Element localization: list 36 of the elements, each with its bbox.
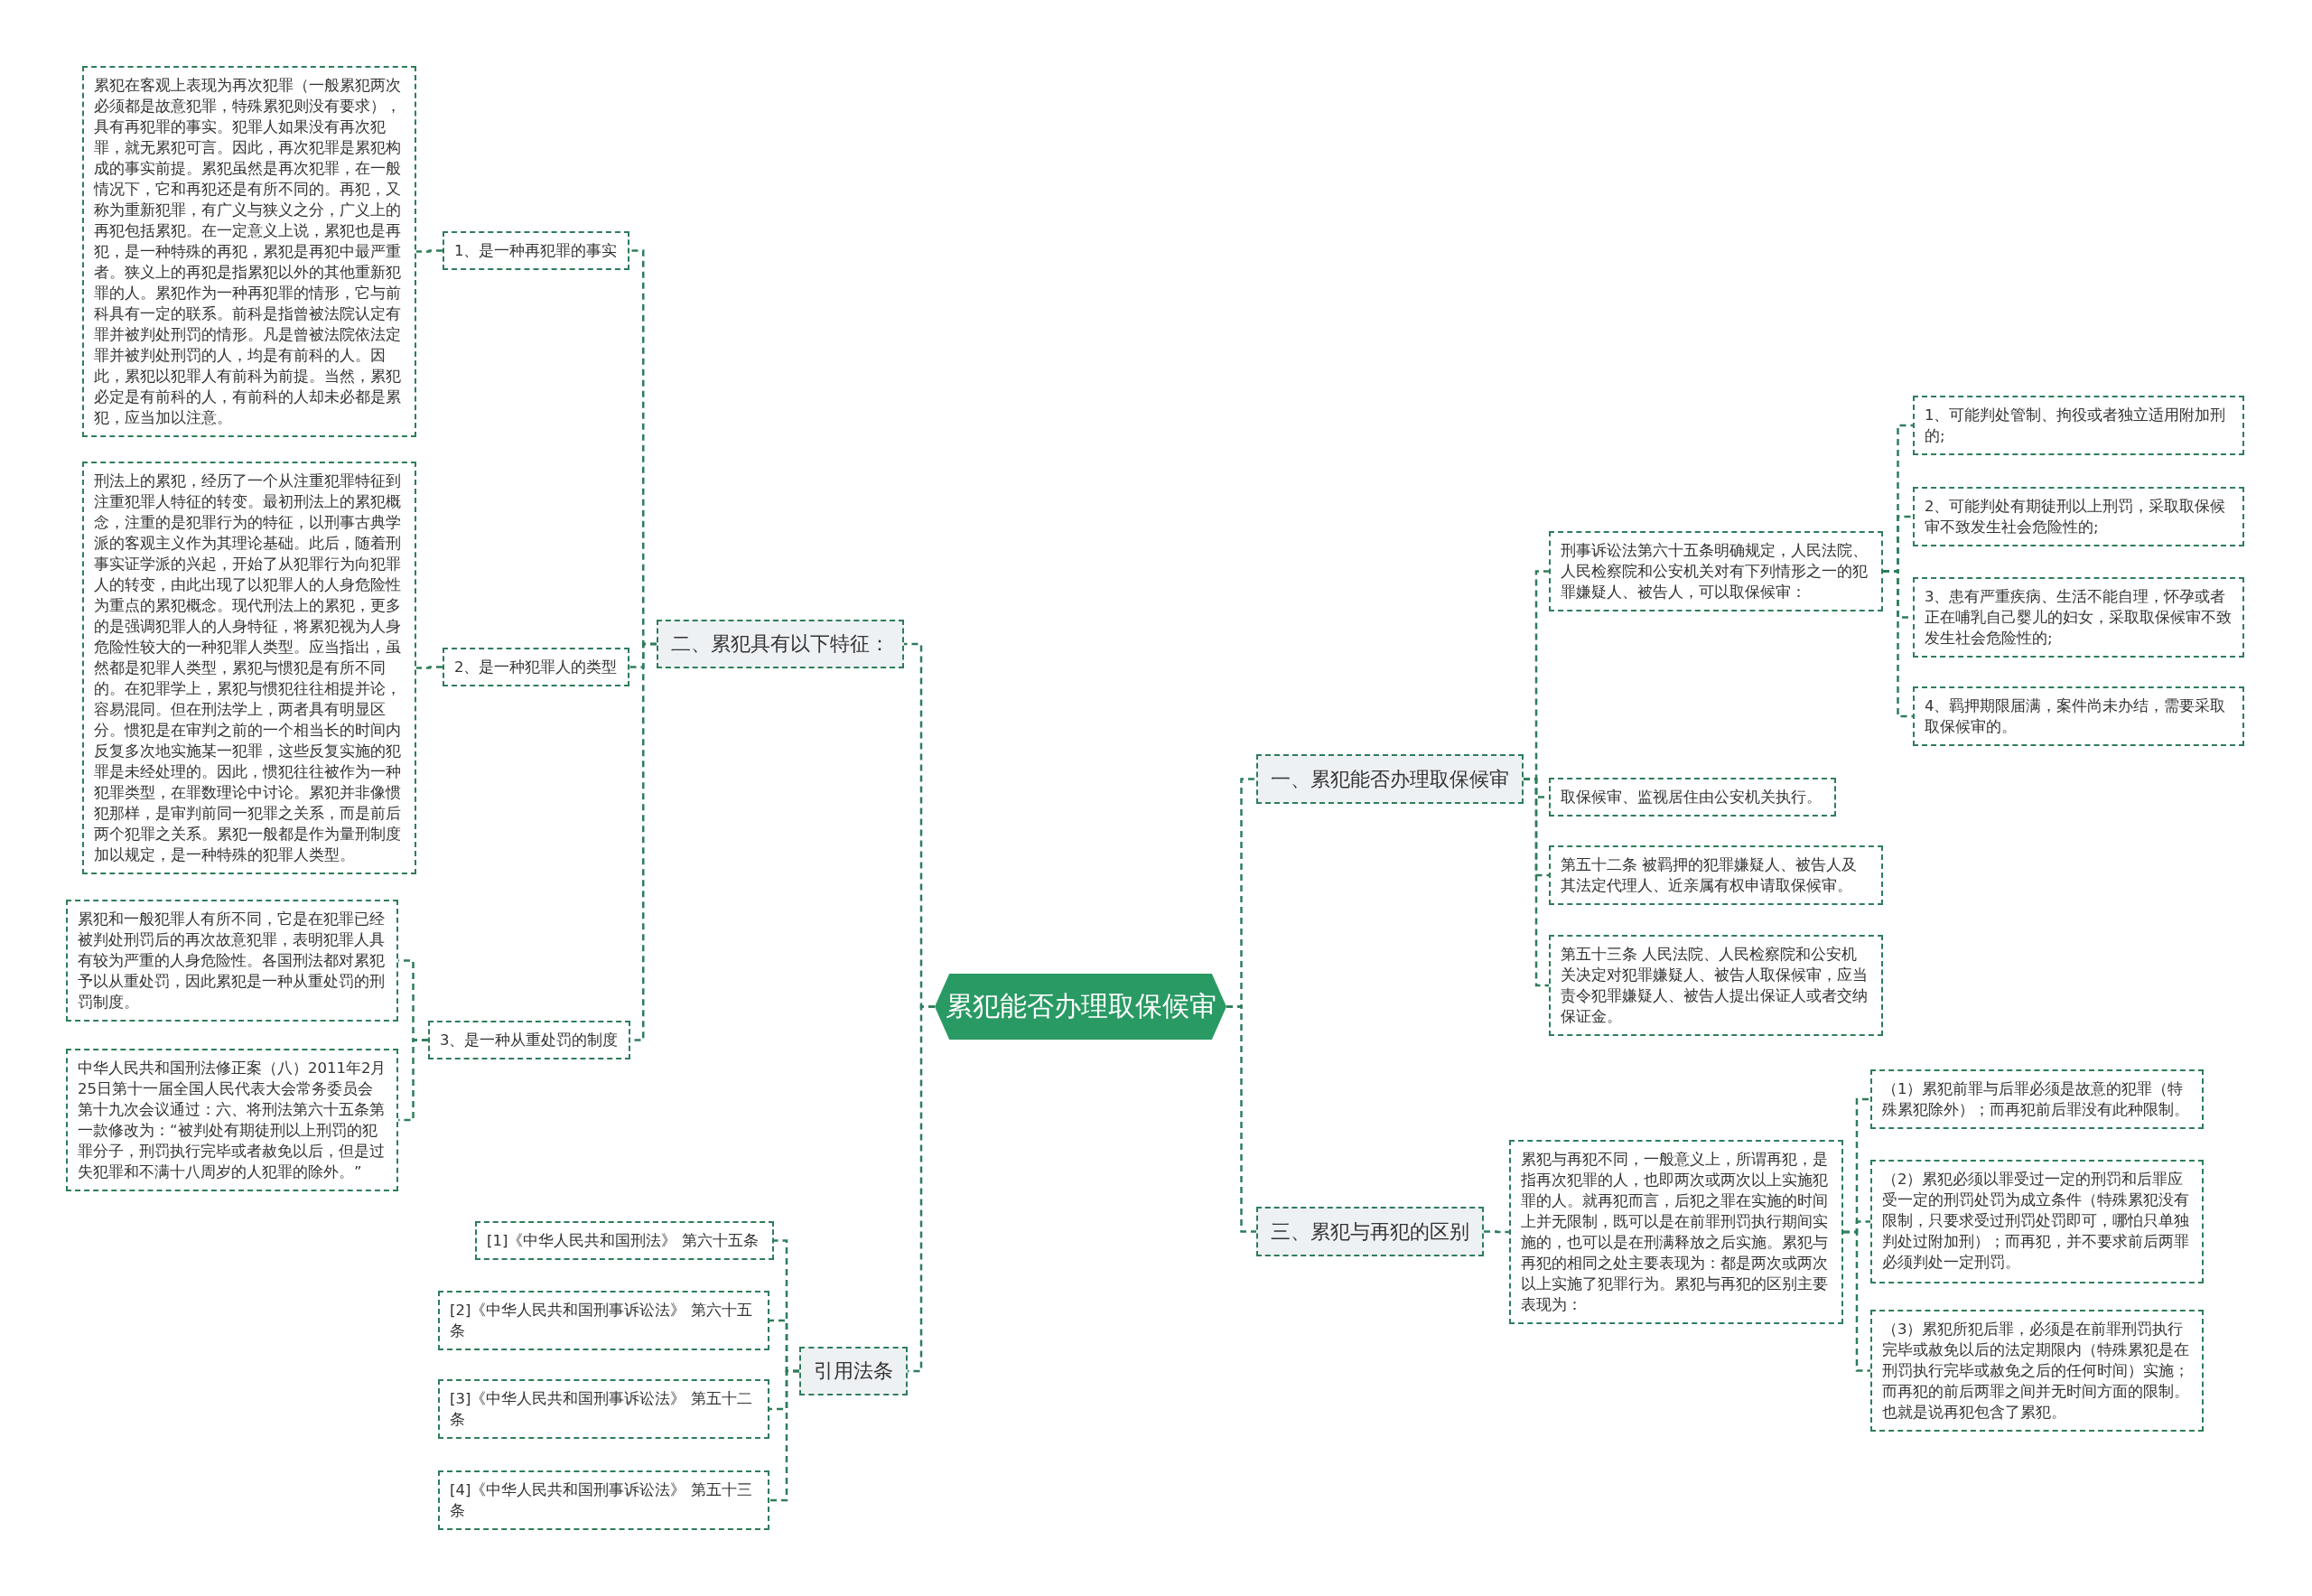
connector-line	[416, 249, 443, 253]
text-box: （2）累犯必须以罪受过一定的刑罚和后罪应受一定的刑罚处罚为成立条件（特殊累犯没有限制，只要求受过刑罚处罚即可，哪怕只单独判处过附加刑）；而再犯，并不要求前后两罪必须判处一定刑罚。	[1870, 1160, 2204, 1283]
branch-topic: 三、累犯与再犯的区别	[1256, 1207, 1484, 1256]
text-box: 中华人民共和国刑法修正案（八）2011年2月25日第十一届全国人民代表大会常务委员会第十九次会议通过：六、将刑法第六十五条第一款修改为：“被判处有期徒刑以上刑罚的犯罪分子，刑罚执行完毕或者赦免以后，但是过失犯罪和不满十八周岁的人犯罪的除外。”	[66, 1049, 398, 1191]
text-box: 3、是一种从重处罚的制度	[428, 1021, 630, 1059]
text-box: 刑法上的累犯，经历了一个从注重犯罪特征到注重犯罪人特征的转变。最初刑法上的累犯概念，注重的是犯罪行为的特征，以刑事古典学派的客观主义作为其理论基础。此后，随着刑事实证学派的兴起，开始了从犯罪行为向犯罪人的转变，由此出现了以犯罪人的人身危险性为重点的累犯概念。现代刑法上的累犯，更多的是强调犯罪人的人身特征，将累犯视为人身危险性较大的一种犯罪人类型。应当指出，虽然都是犯罪人类型，累犯与惯犯是有所不同的。在犯罪学上，累犯与惯犯往往相提并论，容易混同。但在刑法学上，两者具有明显区分。惯犯是在审判之前的一个相当长的时间内反复多次地实施某一犯罪，这些反复实施的犯罪是未经处理的。因此，惯犯往往被作为一种犯罪类型，在罪数理论中讨论。累犯并非像惯犯那样，是审判前同一犯罪之关系，而是前后两个犯罪之关系。累犯一般都是作为量刑制度加以规定，是一种特殊的犯罪人类型。	[82, 462, 416, 874]
text-box: 1、是一种再犯罪的事实	[443, 231, 629, 270]
branch-topic: 二、累犯具有以下特征：	[657, 620, 904, 668]
text-box: [1]《中华人民共和国刑法》 第六十五条	[475, 1221, 774, 1260]
text-box: 累犯和一般犯罪人有所不同，它是在犯罪已经被判处刑罚后的再次故意犯罪，表明犯罪人具有较为严重的人身危险性。各国刑法都对累犯予以从重处罚，因此累犯是一种从重处罚的刑罚制度。	[66, 900, 398, 1022]
text-box: 累犯与再犯不同，一般意义上，所谓再犯，是指再次犯罪的人，也即两次或两次以上实施犯罪的人。就再犯而言，后犯之罪在实施的时间上并无限制，既可以是在前罪刑罚执行期间实施的，也可以是在刑满释放之后实施。累犯与再犯的相同之处主要表现为：都是两次或两次以上实施了犯罪行为。累犯与再犯的区别主要表现为：	[1509, 1140, 1843, 1324]
connector-line	[1226, 1005, 1256, 1233]
branch-topic: 一、累犯能否办理取保候审	[1256, 754, 1524, 804]
connector-line	[1843, 1230, 1870, 1372]
text-box: 刑事诉讼法第六十五条明确规定，人民法院、人民检察院和公安机关对有下列情形之一的犯罪嫌疑人、被告人，可以取保候审：	[1549, 531, 1883, 611]
connector-line	[1524, 778, 1549, 987]
text-box: 2、可能判处有期徒刑以上刑罚，采取取保候审不致发生社会危险性的;	[1913, 487, 2244, 546]
text-box: 第五十三条 人民法院、人民检察院和公安机关决定对犯罪嫌疑人、被告人取保候审，应当责令犯罪嫌疑人、被告人提出保证人或者交纳保证金。	[1549, 935, 1883, 1036]
text-box: （3）累犯所犯后罪，必须是在前罪刑罚执行完毕或赦免以后的法定期限内（特殊累犯是在刑罚执行完毕或赦免之后的任何时间）实施；而再犯的前后两罪之间并无时间方面的限制。也就是说再犯包含了累犯。	[1870, 1310, 2204, 1432]
text-box: 1、可能判处管制、拘役或者独立适用附加刑的;	[1913, 396, 2244, 455]
text-box: 累犯在客观上表现为再次犯罪（一般累犯两次必须都是故意犯罪，特殊累犯则没有要求），具有再犯罪的事实。犯罪人如果没有再次犯罪，就无累犯可言。因此，再次犯罪是累犯构成的事实前提。累犯虽然是再次犯罪，在一般情况下，它和再犯还是有所不同的。再犯，又称为重新犯罪，有广义与狭义之分，广义上的再犯包括累犯。在一定意义上说，累犯也是再犯，是一种特殊的再犯，累犯是再犯中最严重者。狭义上的再犯是指累犯以外的其他重新犯罪的人。累犯作为一种再犯罪的情形，它与前科具有一定的联系。前科是指曾被法院认定有罪并被判处刑罚的情形。凡是曾被法院依法定罪并被判处刑罚的人，均是有前科的人。因此，累犯以犯罪人有前科为前提。当然，累犯必定是有前科的人，有前科的人却未必都是累犯，应当加以注意。	[82, 66, 416, 437]
text-box: 取保候审、监视居住由公安机关执行。	[1549, 778, 1836, 817]
text-box: [2]《中华人民共和国刑事诉讼法》 第六十五条	[438, 1291, 769, 1350]
connector-line	[1883, 570, 1913, 718]
text-box: 第五十二条 被羁押的犯罪嫌疑人、被告人及其法定代理人、近亲属有权申请取保候审。	[1549, 845, 1883, 905]
connector-line	[769, 1369, 799, 1502]
text-box: 3、患有严重疾病、生活不能自理，怀孕或者正在哺乳自己婴儿的妇女，采取取保候审不致发生社会危险性的;	[1913, 577, 2244, 658]
branch-topic: 引用法条	[799, 1347, 908, 1395]
connector-line	[1484, 1230, 1509, 1234]
text-box: 2、是一种犯罪人的类型	[443, 648, 629, 686]
text-box: [4]《中华人民共和国刑事诉讼法》 第五十三条	[438, 1470, 769, 1530]
connector-line	[416, 666, 443, 669]
central-topic: 累犯能否办理取保候审	[935, 974, 1226, 1040]
text-box: （1）累犯前罪与后罪必须是故意的犯罪（特殊累犯除外）；而再犯前后罪没有此种限制。	[1870, 1069, 2204, 1129]
text-box: 4、羁押期限届满，案件尚未办结，需要采取取保候审的。	[1913, 686, 2244, 746]
text-box: [3]《中华人民共和国刑事诉讼法》 第五十二条	[438, 1379, 769, 1439]
